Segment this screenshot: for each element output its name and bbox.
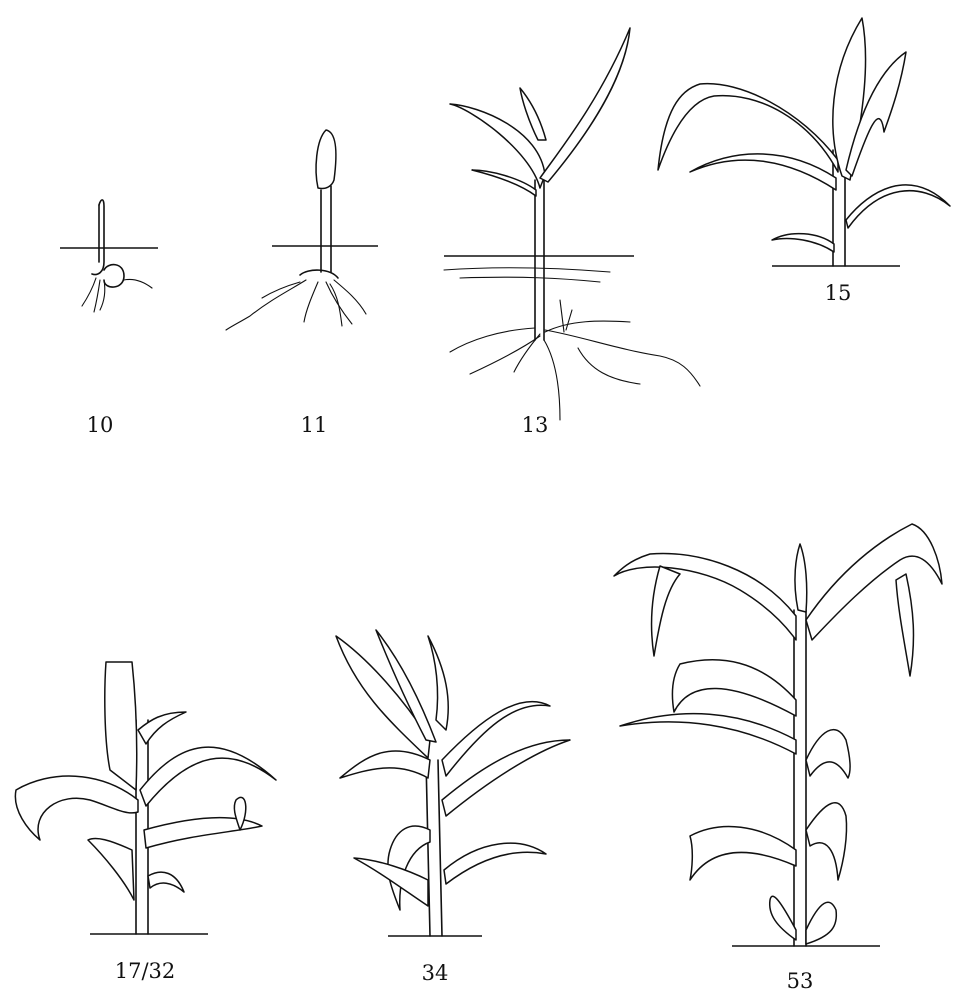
stage-label: 34 — [422, 961, 449, 985]
stage-label: 13 — [522, 413, 549, 437]
stage-label: 15 — [825, 281, 852, 305]
plant-stage-11: 11 — [226, 130, 378, 437]
plant-stage-34: 34 — [336, 630, 570, 985]
plant-stage-15: 15 — [658, 18, 950, 305]
stage-label: 53 — [787, 969, 814, 993]
stage-label: 10 — [87, 413, 114, 437]
stage-label: 17/32 — [115, 959, 176, 983]
plant-stage-53: 53 — [614, 524, 942, 993]
plant-stage-10: 10 — [60, 200, 158, 437]
plant-stage-13: 13 — [444, 28, 700, 437]
stage-label: 11 — [301, 413, 328, 437]
plant-stage-17-32: 17/32 — [15, 662, 276, 983]
